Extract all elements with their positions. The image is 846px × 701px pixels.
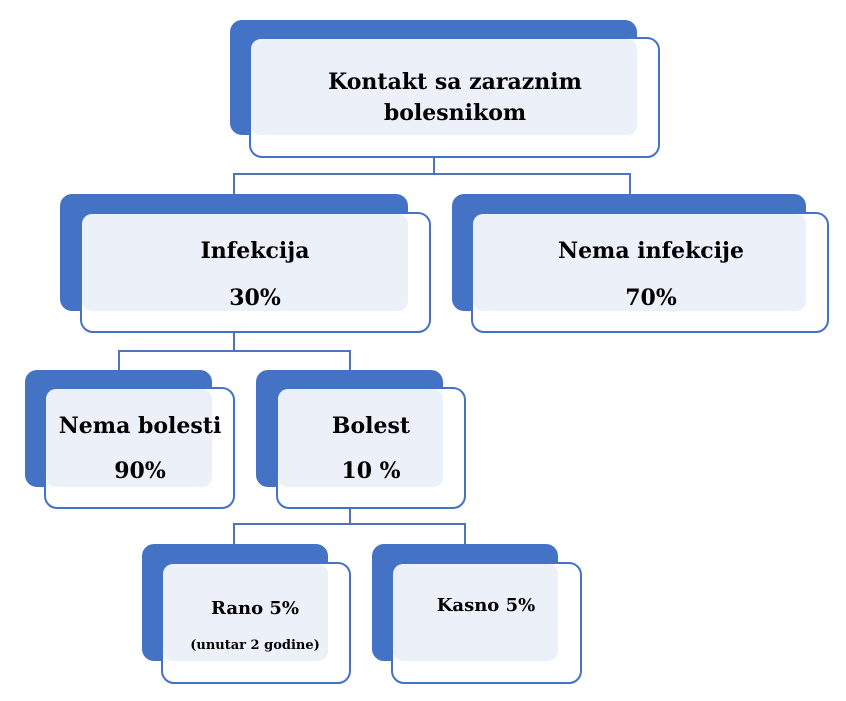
- node-infection-value: 30%: [229, 285, 281, 311]
- connector-disease-children: [233, 508, 466, 544]
- node-disease-label: Bolest: [332, 413, 411, 439]
- node-no-disease-value: 90%: [114, 458, 166, 484]
- node-root: Kontakt sa zaraznim bolesnikom: [230, 20, 660, 158]
- node-late: Kasno 5%: [372, 544, 582, 684]
- node-no-infection: Nema infekcije 70%: [452, 194, 829, 333]
- node-late-label: Kasno 5%: [437, 595, 535, 616]
- node-root-label-line2: bolesnikom: [384, 100, 526, 126]
- connector-infection-children: [118, 332, 351, 370]
- node-early-note: (unutar 2 godine): [190, 638, 320, 653]
- node-disease: Bolest 10 %: [256, 370, 466, 509]
- node-no-infection-label: Nema infekcije: [558, 238, 744, 264]
- node-no-disease: Nema bolesti 90%: [25, 370, 235, 509]
- node-root-label-line1: Kontakt sa zaraznim: [328, 69, 582, 95]
- node-infection-label: Infekcija: [201, 238, 310, 264]
- node-early: Rano 5% (unutar 2 godine): [142, 544, 351, 684]
- node-infection: Infekcija 30%: [60, 194, 431, 333]
- connectors: [118, 150, 631, 544]
- node-no-disease-label: Nema bolesti: [59, 413, 222, 439]
- node-disease-value: 10 %: [341, 458, 400, 484]
- node-no-infection-value: 70%: [625, 285, 677, 311]
- node-early-label: Rano 5%: [211, 598, 299, 619]
